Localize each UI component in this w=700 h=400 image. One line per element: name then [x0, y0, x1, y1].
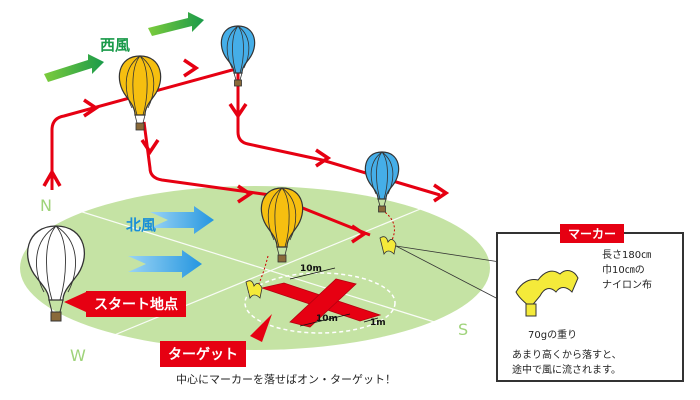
dropped-markers [245, 236, 397, 299]
marker-title: マーカー [560, 224, 625, 243]
west-wind-label: 西風 [100, 36, 131, 54]
north-wind-label: 北風 [126, 216, 157, 234]
dimension-10m-b: 10m [316, 314, 338, 324]
target-note: 中心にマーカーを落せばオン・ターゲット！ [176, 373, 396, 386]
start-point-label: スタート地点 [86, 291, 186, 317]
marker-length: 長さ180㎝ [602, 250, 652, 261]
compass-w: W [70, 346, 86, 365]
compass-s: S [458, 320, 469, 339]
marker-weight: 70gの重り [528, 330, 578, 341]
dimension-10m-a: 10m [300, 264, 322, 274]
north-wind-arrows [128, 206, 214, 278]
target-circle [244, 272, 396, 334]
compass-n: N [40, 196, 52, 215]
balloon-yellow-upper [118, 55, 162, 131]
start-pointer [64, 292, 86, 312]
dimension-lines [289, 267, 379, 327]
marker-material: ナイロン布 [602, 280, 652, 291]
target-pointer [250, 314, 272, 342]
field-grid-lines [59, 204, 461, 346]
field-ellipse [20, 186, 490, 350]
marker-callout-lines [395, 245, 501, 301]
target-label: ターゲット [160, 341, 246, 367]
marker-desc-2: 途中で風に流されます。 [512, 365, 621, 376]
marker-info-box: マーカー 長さ180㎝ 巾10㎝の ナイロン布 70gの重り あまり高くから落す… [496, 224, 684, 382]
dimension-1m: 1m [370, 318, 386, 328]
target-cross [260, 278, 382, 328]
west-wind-arrows [44, 12, 204, 82]
start-balloon [27, 225, 85, 322]
marker-width: 巾10㎝の [602, 265, 645, 276]
marker-desc-1: あまり高くから落すと、 [512, 350, 622, 361]
route-chevrons [42, 58, 450, 244]
marker-ribbon-illustration [515, 270, 579, 317]
